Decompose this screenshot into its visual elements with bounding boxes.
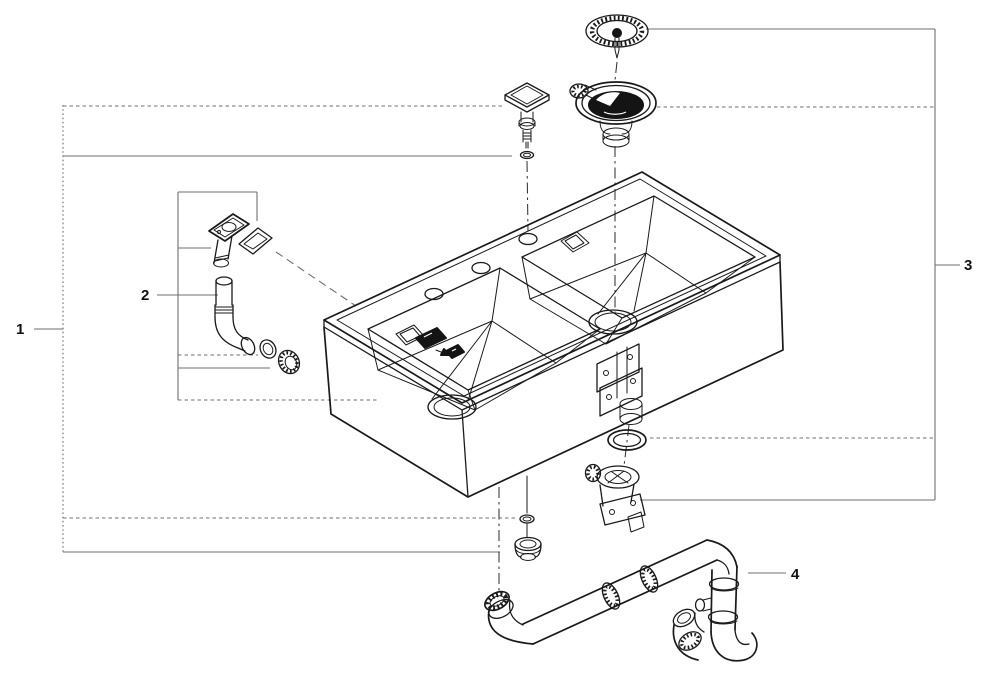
overflow-elbow-pipe bbox=[214, 276, 256, 356]
callout-3-label: 3 bbox=[964, 257, 972, 274]
sink-left-bowl bbox=[367, 267, 601, 420]
strainer-basket bbox=[569, 81, 657, 148]
overflow-oring bbox=[259, 339, 277, 359]
overflow-nut bbox=[277, 349, 301, 375]
drain-oring bbox=[607, 429, 647, 451]
drain-pipe-assembly bbox=[484, 539, 758, 662]
under-sink-washer bbox=[519, 514, 535, 524]
callout-group-3 bbox=[640, 28, 960, 501]
callout-labels: 1 2 3 4 bbox=[16, 257, 972, 583]
drain-elbow-valve bbox=[584, 463, 646, 533]
drain-outlet-stub bbox=[619, 398, 643, 425]
sink-right-bowl bbox=[521, 195, 756, 345]
under-sink-cap bbox=[514, 536, 542, 561]
install-arrow-icon bbox=[435, 348, 450, 356]
sink-body bbox=[323, 171, 784, 498]
callout-2-label: 2 bbox=[141, 287, 149, 304]
callout-1-label: 1 bbox=[16, 321, 24, 338]
callout-group-1 bbox=[34, 105, 518, 553]
assembly-centerlines bbox=[498, 61, 630, 593]
deck-holes bbox=[424, 232, 538, 301]
callout-4-label: 4 bbox=[791, 566, 800, 583]
mounting-brackets bbox=[596, 343, 643, 417]
callout-group-2 bbox=[157, 191, 378, 401]
overflow-cover-unit bbox=[208, 213, 250, 268]
right-overflow-slot bbox=[560, 231, 590, 253]
overflow-gasket bbox=[238, 227, 273, 255]
strainer-plug bbox=[585, 14, 649, 59]
knob-washer bbox=[519, 150, 535, 160]
popup-waste-knob bbox=[504, 82, 550, 149]
overflow-cover-sticker bbox=[415, 327, 465, 359]
